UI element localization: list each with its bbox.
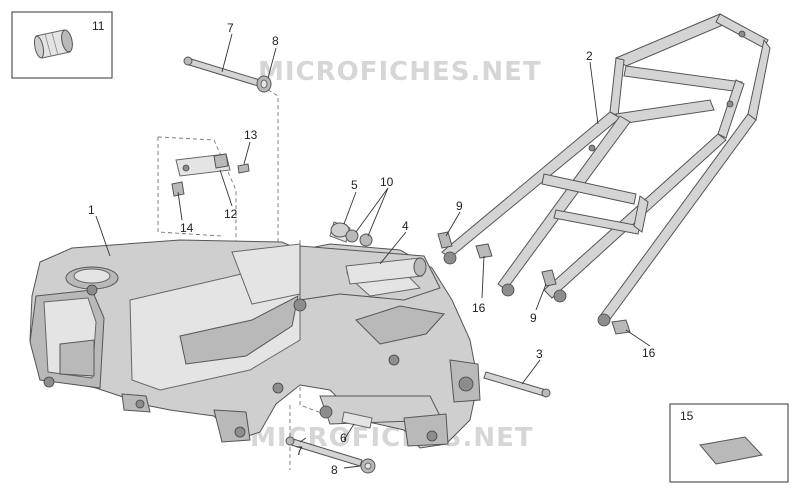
callout-9-b: 9 <box>530 311 537 325</box>
clip-14 <box>171 181 185 197</box>
callout-5: 5 <box>351 178 358 192</box>
leader-lines <box>95 33 651 469</box>
rear-subframe <box>441 13 771 327</box>
nut-8-top <box>256 75 272 93</box>
callout-16-b: 16 <box>642 346 656 360</box>
callout-11: 11 <box>92 19 105 33</box>
bolt-16-a <box>475 243 493 259</box>
inset-part-11 <box>11 11 113 79</box>
bushing-10 <box>345 229 373 247</box>
spacer-4 <box>345 257 427 285</box>
watermark-top: MICROFICHES.NET <box>258 57 542 87</box>
bushing-icon <box>33 29 73 59</box>
callout-3: 3 <box>536 347 543 361</box>
callout-2: 2 <box>586 49 593 63</box>
callout-10: 10 <box>380 175 394 189</box>
callout-13: 13 <box>244 128 258 142</box>
callout-16-a: 16 <box>472 301 486 315</box>
screw-13 <box>237 163 250 174</box>
callout-14: 14 <box>180 221 194 235</box>
callout-1: 1 <box>88 203 95 217</box>
spacer-6 <box>341 411 373 429</box>
callout-9-a: 9 <box>456 199 463 213</box>
adhesive-pad-icon <box>699 436 763 465</box>
bolt-3 <box>483 371 551 398</box>
callout-8-top: 8 <box>272 34 279 48</box>
bolt-9-a <box>437 231 453 249</box>
callout-12: 12 <box>224 207 238 221</box>
nut-8-bottom <box>360 458 376 474</box>
callout-7-top: 7 <box>227 21 234 35</box>
callout-4: 4 <box>402 219 409 233</box>
bolt-9-b <box>541 269 557 287</box>
bracket-12 <box>175 153 231 177</box>
callout-7-bottom: 7 <box>296 444 303 458</box>
callout-15: 15 <box>680 409 694 423</box>
callout-6: 6 <box>340 431 347 445</box>
callout-labels: 11 7 8 13 12 14 1 5 10 4 2 9 16 9 16 3 6… <box>88 19 694 477</box>
bushing-5 <box>329 221 351 243</box>
bolt-16-b <box>611 319 631 335</box>
watermark-bottom: MICROFICHES.NET <box>250 423 534 453</box>
assembly-guides <box>157 85 341 470</box>
callout-8-bottom: 8 <box>331 463 338 477</box>
inset-part-15 <box>669 403 789 483</box>
